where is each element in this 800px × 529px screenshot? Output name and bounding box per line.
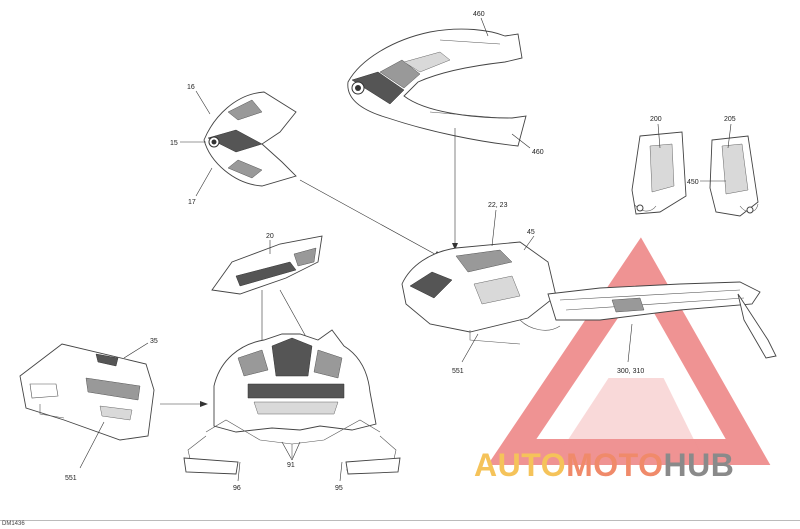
callout-460-bottom: 460 [532,149,544,156]
callout-200: 200 [650,116,662,123]
watermark-hub: HUB [663,447,734,483]
watermark-moto: MOTO [566,447,663,483]
front-vehicle [183,329,401,475]
callout-45: 45 [527,229,535,236]
callout-450: 450 [687,179,699,186]
callout-15: 15 [170,140,178,147]
callout-95: 95 [335,485,343,492]
callout-205: 205 [724,116,736,123]
callout-460-top: 460 [473,11,485,18]
leader-arrow-upper [299,179,443,259]
hood-panel-460 [347,28,527,147]
callout-22-23: 22, 23 [488,202,508,209]
main-assembly [401,241,777,359]
drawing-code: DM1436 [2,521,25,527]
watermark-text: AUTOMOTOHUB [474,447,734,483]
callout-16: 16 [187,84,195,91]
callout-17: 17 [188,199,196,206]
side-panel-200 [631,131,687,215]
callout-551-right: 551 [452,368,464,375]
watermark-logo [487,237,771,465]
callout-551-left: 551 [65,475,77,482]
decal-strip-20 [211,235,323,295]
callout-20: 20 [266,233,274,240]
upper-decal [203,91,297,187]
side-panel-205 [709,135,759,217]
watermark-auto: AUTO [474,447,566,483]
left-side-panel [19,343,155,441]
callout-300-310: 300, 310 [617,368,644,375]
callout-35: 35 [150,338,158,345]
bottom-rule [0,520,800,521]
callout-96: 96 [233,485,241,492]
svg-text:AUTOMOTOHUB: AUTOMOTOHUB [474,447,734,483]
callout-91: 91 [287,462,295,469]
